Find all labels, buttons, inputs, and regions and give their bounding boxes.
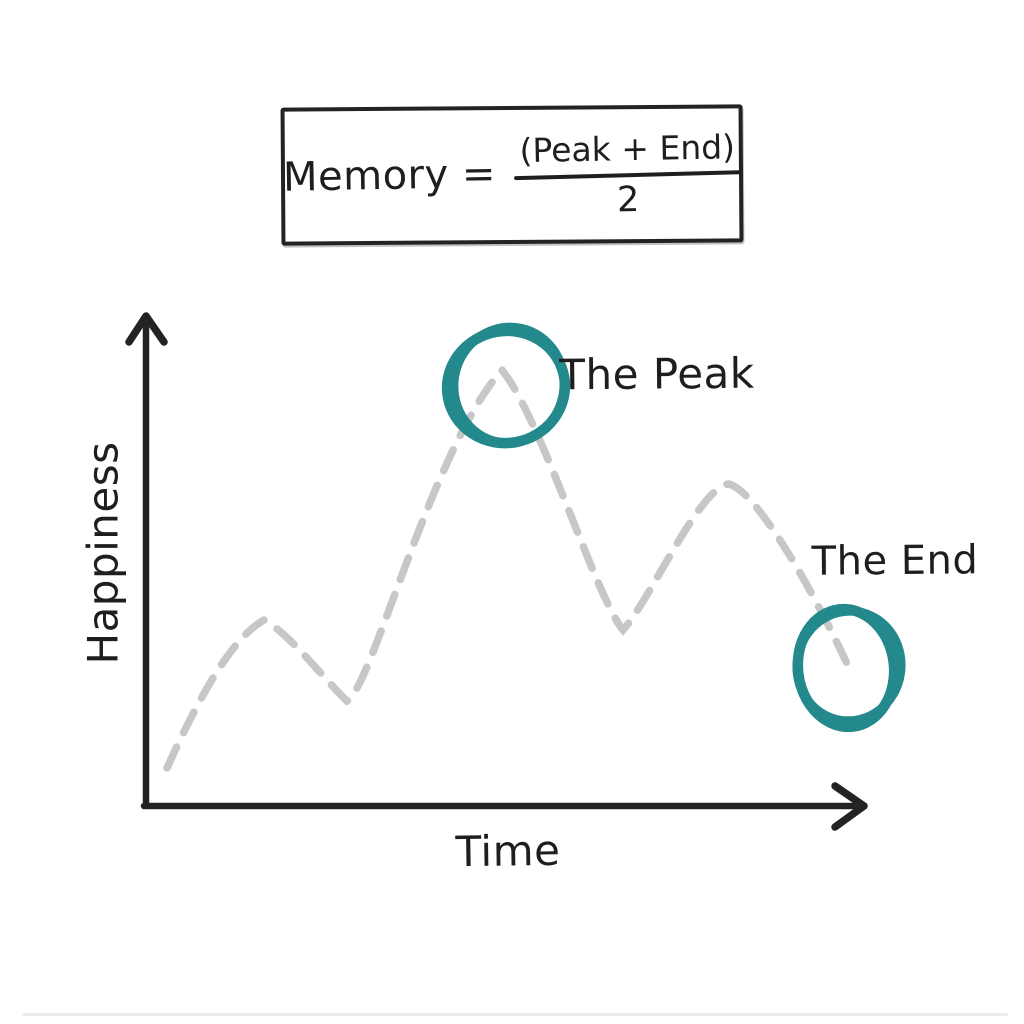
y-axis-title: Happiness [78, 441, 128, 665]
x-axis-arrow-icon [831, 782, 868, 831]
x-axis-title: Time [455, 825, 561, 877]
peak-circle [441, 322, 571, 449]
happiness-curve [163, 364, 853, 772]
page-edge-artifact [22, 1013, 1008, 1016]
y-axis-arrow-icon [125, 312, 168, 346]
end-annotation-label: The End [811, 537, 979, 585]
end-circle-stroke-inner [792, 606, 906, 726]
peak-circle-stroke-inner [449, 322, 569, 448]
peak-annotation-label: The Peak [559, 348, 755, 400]
end-circle [792, 603, 906, 733]
